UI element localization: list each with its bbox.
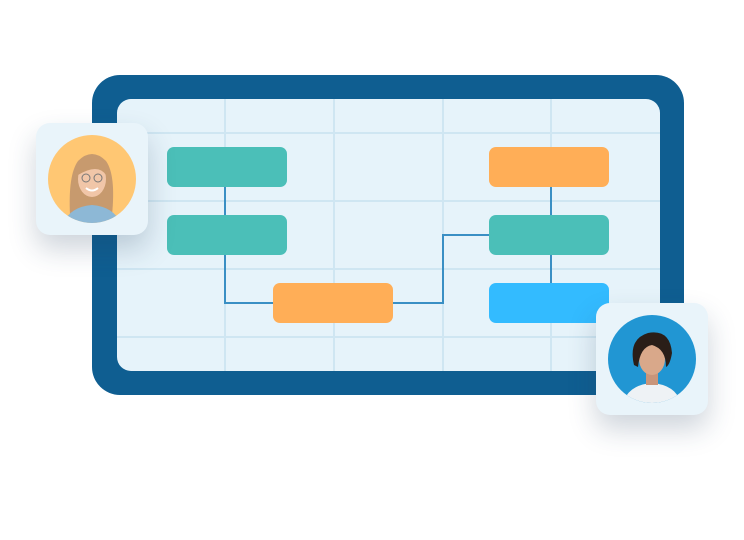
avatar-card-right — [596, 303, 708, 415]
node-n6[interactable] — [489, 283, 609, 323]
diagram-canvas — [117, 99, 660, 371]
node-n1[interactable] — [167, 147, 287, 187]
node-n4[interactable] — [489, 147, 609, 187]
woman-avatar-icon — [48, 135, 136, 223]
node-n5[interactable] — [489, 215, 609, 255]
connector-n3-n5 — [393, 234, 489, 304]
avatar-card-left — [36, 123, 148, 235]
node-n3[interactable] — [273, 283, 393, 323]
node-n2[interactable] — [167, 215, 287, 255]
man-avatar-icon — [608, 315, 696, 403]
